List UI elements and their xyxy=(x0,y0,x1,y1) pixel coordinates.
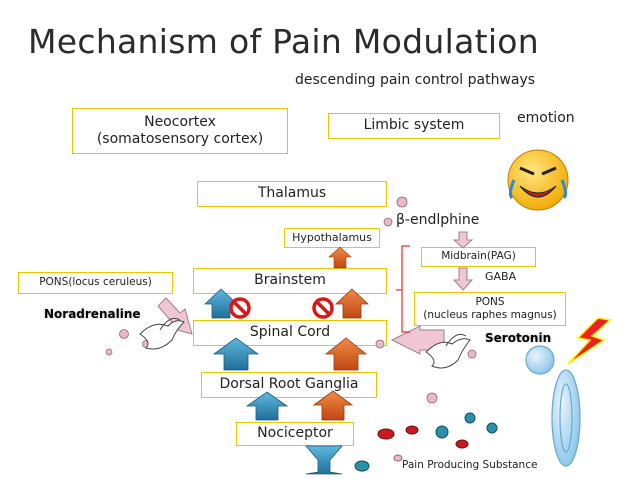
pain-substance-blobs xyxy=(354,412,498,472)
neocortex-box: Neocortex (somatosensory cortex) xyxy=(72,108,288,154)
pons-raphe-box: PONS (nucleus raphes magnus) xyxy=(414,292,566,326)
subtitle: descending pain control pathways xyxy=(295,72,536,88)
pink-arrow-endorphin xyxy=(452,231,474,249)
pain-producing-substance-label: Pain Producing Substance xyxy=(402,459,538,471)
teal-arrow-brainstem-up xyxy=(203,288,239,319)
teal-arrow-spinal-up xyxy=(212,337,260,371)
emotion-label: emotion xyxy=(517,110,575,126)
midbrain-pag-box: Midbrain(PAG) xyxy=(421,247,536,267)
dorsal-root-ganglia-box: Dorsal Root Ganglia xyxy=(201,372,377,398)
pons-sublabel: (nucleus raphes magnus) xyxy=(423,309,557,321)
hypothalamus-box: Hypothalamus xyxy=(284,228,380,248)
nerve-ending-figure xyxy=(525,345,581,467)
dove-icon-left xyxy=(139,317,185,350)
orange-arrow-hypothalamus-up xyxy=(328,246,352,269)
teal-funnel-icon xyxy=(305,445,343,475)
noradrenaline-label: Noradrenaline xyxy=(44,307,141,321)
molecule-dots xyxy=(105,196,477,404)
dove-icon-right xyxy=(425,333,471,369)
bracket xyxy=(401,245,410,333)
orange-arrow-brainstem-up xyxy=(334,288,370,319)
neocortex-sublabel: (somatosensory cortex) xyxy=(96,131,264,147)
beta-endorphin-label: β-endlphine xyxy=(396,212,480,228)
pink-arrow-pons-to-spinal xyxy=(157,297,193,335)
prohibition-icon-right xyxy=(312,297,334,319)
angry-face-icon xyxy=(507,149,569,211)
gaba-label: GABA xyxy=(485,270,517,283)
pink-arrow-midbrain-to-pons xyxy=(452,267,474,291)
nociceptor-box: Nociceptor xyxy=(236,422,354,446)
prohibition-icon-left xyxy=(229,297,251,319)
limbic-system-box: Limbic system xyxy=(328,113,500,139)
serotonin-label: Serotonin xyxy=(485,331,552,345)
spinal-cord-box: Spinal Cord xyxy=(193,320,387,346)
neocortex-label: Neocortex xyxy=(144,113,216,130)
orange-arrow-spinal-up xyxy=(324,337,368,371)
pons-label: PONS xyxy=(475,295,505,308)
orange-arrow-drg-up xyxy=(312,390,354,421)
page-title: Mechanism of Pain Modulation xyxy=(28,22,540,61)
lightning-bolt-icon xyxy=(567,317,612,365)
teal-arrow-drg-up xyxy=(245,391,289,421)
pons-locus-ceruleus-box: PONS(locus ceruleus) xyxy=(18,272,173,294)
thalamus-box: Thalamus xyxy=(197,181,387,207)
brainstem-box: Brainstem xyxy=(193,268,387,294)
